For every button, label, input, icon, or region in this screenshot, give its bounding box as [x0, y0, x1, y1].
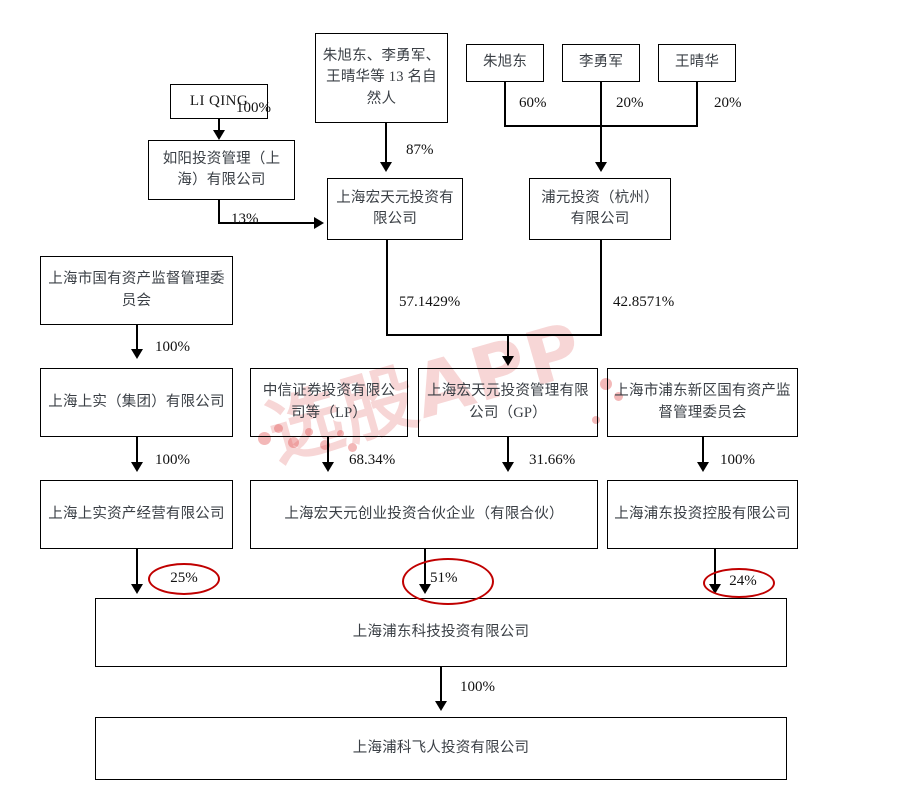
edge-label-fund-to-tech: 51%	[430, 570, 458, 586]
arrowhead-shangshi-to-assets	[131, 462, 143, 472]
node-hongtianyuan-investment[interactable]: 上海宏天元投资有限公司	[327, 178, 463, 240]
node-ruyang-investment[interactable]: 如阳投资管理（上海）有限公司	[148, 140, 295, 200]
node-ruyang-investment-label: 如阳投资管理（上海）有限公司	[162, 150, 281, 188]
connector-bus-to-gp	[507, 334, 509, 360]
arrowhead-li-qing-to-ruyang	[213, 130, 225, 140]
node-puke-feiren-investment[interactable]: 上海浦科飞人投资有限公司	[95, 717, 787, 780]
node-shangshi-group-label: 上海上实（集团）有限公司	[48, 393, 225, 410]
edge-label-puyuan-to-gp: 42.8571%	[613, 294, 675, 310]
connector-sasac-to-shangshi	[136, 325, 138, 352]
connector-gp-to-fund	[507, 437, 509, 465]
connector-assets-to-tech	[136, 549, 138, 587]
connector-li-down	[600, 82, 602, 127]
arrowhead-assets-to-tech	[131, 584, 143, 594]
node-li-qing-label: LI QING	[189, 92, 249, 109]
node-puke-feiren-investment-label: 上海浦科飞人投资有限公司	[352, 739, 530, 756]
node-pudong-sasac[interactable]: 上海市浦东新区国有资产监督管理委员会	[607, 368, 798, 437]
connector-puyuan-down	[600, 240, 602, 336]
node-zhu-xudong-label: 朱旭东	[482, 54, 528, 71]
node-pudong-investment-holding-label: 上海浦东投资控股有限公司	[614, 505, 791, 522]
connector-bus-to-puyuan	[600, 125, 602, 165]
edge-label-li-to-puyuan: 20%	[616, 95, 644, 111]
node-li-yongjun[interactable]: 李勇军	[562, 44, 640, 82]
node-zhu-xudong[interactable]: 朱旭东	[466, 44, 544, 82]
node-puyuan-investment[interactable]: 浦元投资（杭州）有限公司	[529, 178, 671, 240]
edge-label-li-qing-to-ruyang: 100%	[236, 100, 271, 116]
node-pudong-investment-holding[interactable]: 上海浦东投资控股有限公司	[607, 480, 798, 549]
edge-label-holding-to-tech: 24%	[729, 573, 757, 589]
edge-label-hongtianyuan-to-gp: 57.1429%	[399, 294, 461, 310]
connector-ruyang-right	[218, 222, 316, 224]
node-hongtianyuan-management-gp[interactable]: 上海宏天元投资管理有限公司（GP）	[418, 368, 598, 437]
edge-label-zhu-to-puyuan: 60%	[519, 95, 547, 111]
node-li-yongjun-label: 李勇军	[578, 54, 624, 71]
node-shanghai-sasac[interactable]: 上海市国有资产监督管理委员会	[40, 256, 233, 325]
highlight-ellipse-51pct	[402, 558, 494, 605]
connector-tech-to-feiren	[440, 667, 442, 704]
connector-pudong-sasac-to-holding	[702, 437, 704, 465]
edge-label-pudong-sasac-to-holding: 100%	[720, 452, 755, 468]
node-shangshi-asset-operation-label: 上海上实资产经营有限公司	[48, 505, 225, 522]
node-shanghai-sasac-label: 上海市国有资产监督管理委员会	[48, 271, 225, 309]
arrowhead-gp-to-fund	[502, 462, 514, 472]
arrowhead-ruyang-to-hongtianyuan	[314, 217, 324, 229]
edge-label-ruyang-to-hongtianyuan: 13%	[231, 211, 259, 227]
edge-label-assets-to-tech: 25%	[170, 570, 198, 586]
connector-li-qing-to-ruyang	[218, 119, 220, 134]
edge-label-wang-to-puyuan: 20%	[714, 95, 742, 111]
node-pudong-technology-investment-label: 上海浦东科技投资有限公司	[352, 623, 530, 640]
edge-label-citic-to-fund: 68.34%	[349, 452, 396, 468]
arrowhead-sasac-to-shangshi	[131, 349, 143, 359]
edge-label-gp-to-fund: 31.66%	[529, 452, 576, 468]
connector-hongtianyuan-down	[386, 240, 388, 336]
arrowhead-pudong-sasac-to-holding	[697, 462, 709, 472]
connector-shangshi-to-assets	[136, 437, 138, 465]
arrowhead-tech-to-feiren	[435, 701, 447, 711]
node-hongtianyuan-venture-fund[interactable]: 上海宏天元创业投资合伙企业（有限合伙）	[250, 480, 598, 549]
node-li-qing[interactable]: LI QING	[170, 84, 268, 119]
connector-citic-to-fund	[327, 437, 329, 465]
highlight-ellipse-25pct	[148, 563, 220, 595]
node-pudong-sasac-label: 上海市浦东新区国有资产监督管理委员会	[614, 383, 791, 421]
node-pudong-technology-investment[interactable]: 上海浦东科技投资有限公司	[95, 598, 787, 667]
node-wang-qinghua[interactable]: 王晴华	[658, 44, 736, 82]
node-13-natural-persons[interactable]: 朱旭东、李勇军、王晴华等 13 名自然人	[315, 33, 448, 123]
connector-ruyang-down	[218, 200, 220, 224]
connector-naturals-to-hongtianyuan	[385, 123, 387, 165]
edge-label-sasac-to-shangshi: 100%	[155, 339, 190, 355]
node-wang-qinghua-label: 王晴华	[674, 54, 720, 71]
node-citic-securities-lp[interactable]: 中信证券投资有限公司等（LP）	[250, 368, 408, 437]
connector-holding-to-tech	[714, 549, 716, 587]
arrowhead-citic-to-fund	[322, 462, 334, 472]
connector-wang-down	[696, 82, 698, 127]
arrowhead-bus-to-gp	[502, 356, 514, 366]
highlight-ellipse-24pct	[703, 568, 775, 598]
arrowhead-naturals-to-hongtianyuan	[380, 162, 392, 172]
edge-label-shangshi-to-assets: 100%	[155, 452, 190, 468]
node-shangshi-group[interactable]: 上海上实（集团）有限公司	[40, 368, 233, 437]
arrowhead-bus-to-puyuan	[595, 162, 607, 172]
node-hongtianyuan-investment-label: 上海宏天元投资有限公司	[336, 189, 454, 227]
edge-label-naturals-to-hongtianyuan: 87%	[406, 142, 434, 158]
connector-gp-bus	[386, 334, 602, 336]
edge-label-tech-to-feiren: 100%	[460, 679, 495, 695]
node-puyuan-investment-label: 浦元投资（杭州）有限公司	[541, 189, 659, 227]
node-hongtianyuan-venture-fund-label: 上海宏天元创业投资合伙企业（有限合伙）	[284, 505, 564, 522]
node-shangshi-asset-operation[interactable]: 上海上实资产经营有限公司	[40, 480, 233, 549]
node-13-natural-persons-label: 朱旭东、李勇军、王晴华等 13 名自然人	[322, 48, 441, 107]
node-citic-securities-lp-label: 中信证券投资有限公司等（LP）	[262, 383, 396, 421]
node-hongtianyuan-management-gp-label: 上海宏天元投资管理有限公司（GP）	[427, 383, 589, 421]
connector-zhu-down	[504, 82, 506, 127]
